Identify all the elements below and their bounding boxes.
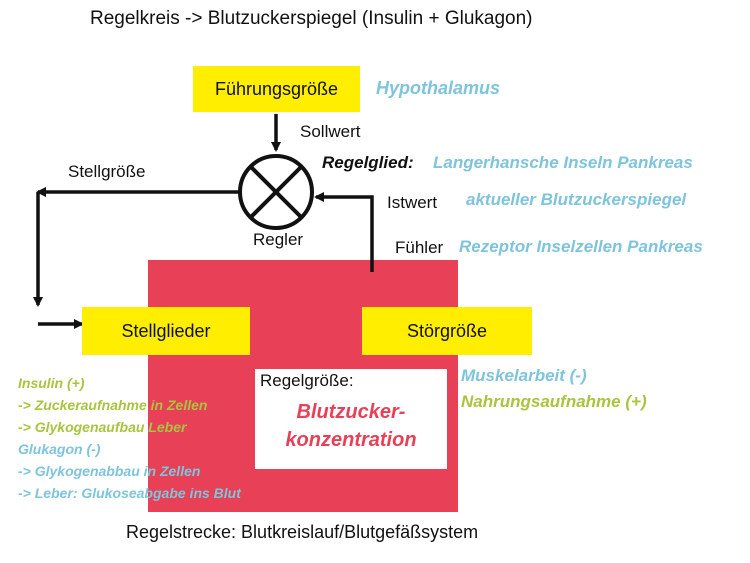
istwert-value: aktueller Blutzuckerspiegel [466,190,687,209]
regelgroesse-box [255,369,447,469]
stellglieder-line-6: -> Leber: Glukoseabgabe ins Blut [18,485,241,501]
stellglieder-line-5: -> Glykogenabbau in Zellen [18,463,201,479]
stellglieder-line-2: -> Zuckeraufnahme in Zellen [18,397,208,413]
stellglieder-line-1: Insulin (+) [18,375,85,391]
regelglied-value: Langerhansche Inseln Pankreas [433,153,693,172]
stellglieder-line-3: -> Glykogenaufbau Leber [18,419,187,435]
regelglied-label: Regelglied: [322,153,414,172]
istwert-arrow [314,192,374,272]
sollwert-label: Sollwert [300,122,361,141]
stoergroesse-box: Störgröße [362,307,532,355]
fuehrungsgroesse-box: Führungsgröße [193,66,360,112]
fuehrungsgroesse-value: Hypothalamus [376,78,501,98]
diagram-title: Regelkreis -> Blutzuckerspiegel (Insulin… [90,8,533,29]
fuehler-value: Rezeptor Inselzellen Pankreas [459,237,703,256]
regler-label: Regler [253,230,304,249]
stellglieder-box: Stellglieder [82,307,250,355]
regelgroesse-value-line2: konzentration [285,429,417,451]
stoergroesse-line-1: Muskelarbeit (-) [461,366,587,385]
comparator-icon [238,154,314,230]
regelgroesse-value: Blutzucker- konzentration [255,398,447,454]
istwert-label: Istwert [387,193,438,212]
regelstrecke-caption: Regelstrecke: Blutkreislauf/Blutgefäßsys… [126,522,479,542]
fuehler-label: Fühler [395,238,444,257]
stellgroesse-label: Stellgröße [68,162,146,181]
stellglieder-line-4: Glukagon (-) [18,441,101,457]
stoergroesse-line-2: Nahrungsaufnahme (+) [461,392,647,411]
regelgroesse-value-line1: Blutzucker- [296,401,406,423]
regelgroesse-label: Regelgröße: [260,371,354,390]
